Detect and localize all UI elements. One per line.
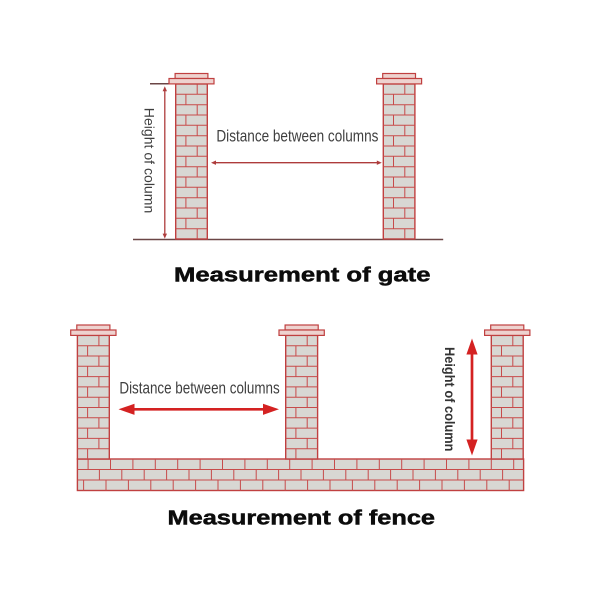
- svg-text:Height of column: Height of column: [442, 347, 458, 452]
- svg-text:Distance between columns: Distance between columns: [119, 379, 279, 398]
- svg-text:Measurement of gate: Measurement of gate: [174, 265, 431, 287]
- svg-text:Height of column: Height of column: [142, 108, 157, 214]
- svg-text:Measurement of fence: Measurement of fence: [168, 507, 436, 530]
- svg-text:Distance between columns: Distance between columns: [216, 127, 378, 146]
